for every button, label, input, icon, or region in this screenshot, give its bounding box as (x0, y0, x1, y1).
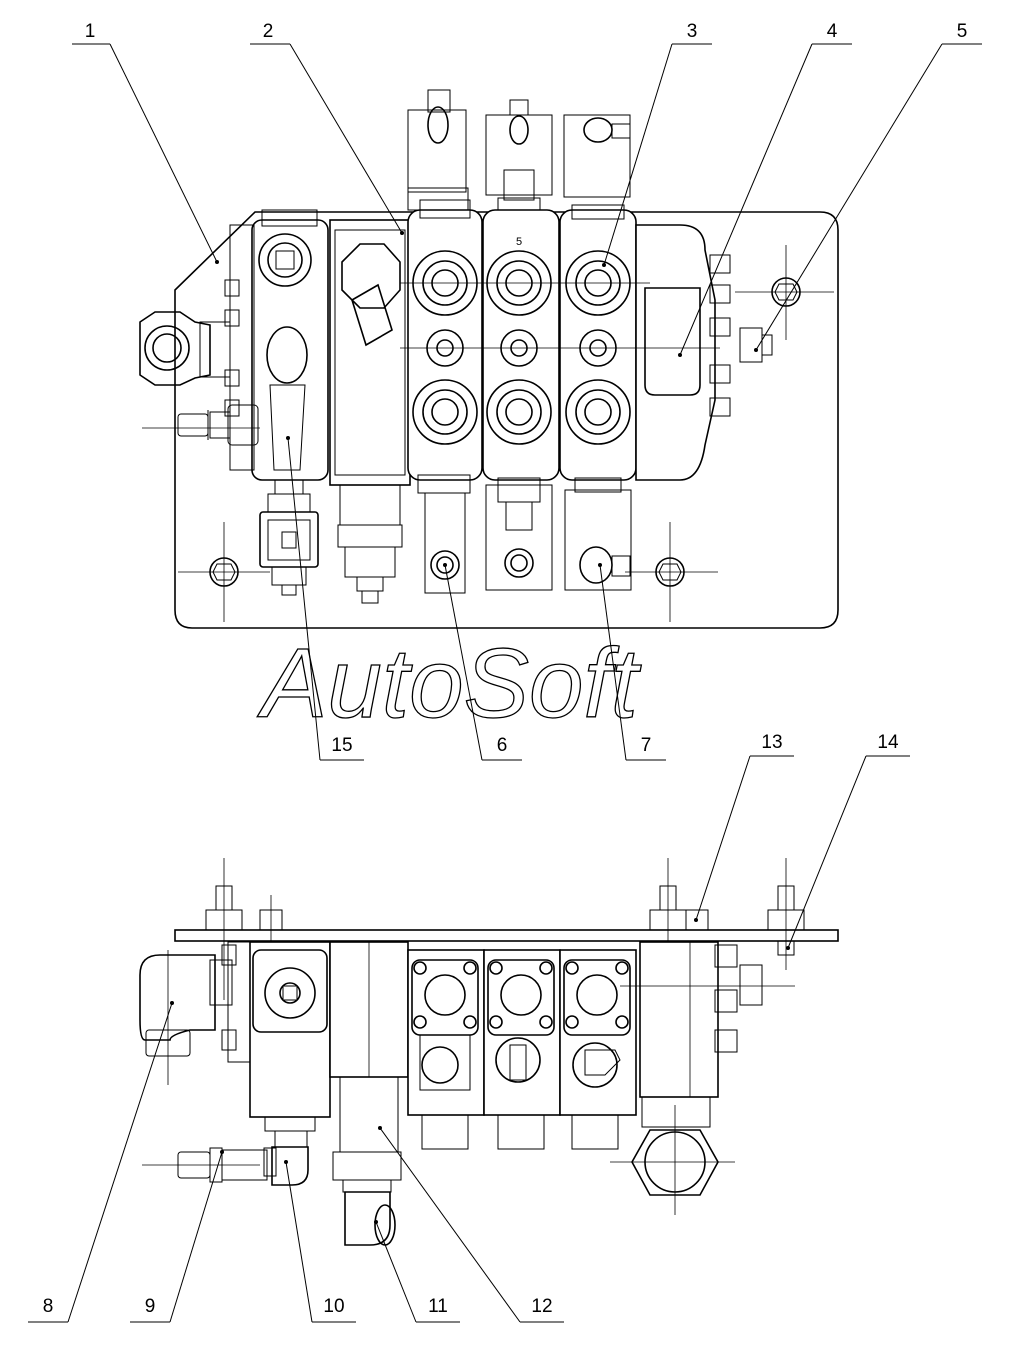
pressure-switch-fitting (142, 410, 260, 440)
callout-10: 10 (284, 1160, 356, 1323)
callout-leader (109, 43, 218, 263)
callout-dot (678, 353, 682, 357)
front-plate (174, 929, 839, 942)
callout-dot (694, 918, 698, 922)
callout-1: 1 (72, 21, 219, 264)
callout-leader (285, 1161, 313, 1323)
mounting-holes (178, 245, 834, 622)
callout-number: 6 (497, 735, 508, 756)
callout-number: 7 (641, 735, 652, 756)
solenoid-coil (259, 479, 319, 596)
callout-13: 13 (694, 732, 794, 922)
front-view (139, 858, 839, 1246)
spool-section-front-2 (483, 949, 561, 1150)
left-elbow-fitting (139, 311, 231, 386)
spool-section-front-1 (407, 949, 485, 1150)
callout-number: 13 (761, 732, 782, 753)
callout-6: 6 (443, 563, 522, 761)
relief-body-front (221, 941, 331, 1148)
callout-number: 1 (85, 21, 96, 42)
callout-5: 5 (754, 21, 982, 352)
end-cover-front (610, 941, 795, 1215)
callout-leader (169, 1151, 223, 1323)
callout-15: 15 (286, 436, 364, 761)
callout-number: 2 (263, 21, 274, 42)
callout-dot (443, 563, 447, 567)
callout-2: 2 (250, 21, 404, 235)
callout-14: 14 (786, 732, 910, 950)
spool-section-2: 5 (482, 99, 560, 591)
callout-4: 4 (678, 21, 852, 357)
callout-leader (695, 755, 751, 921)
callout-dot (170, 1001, 174, 1005)
inlet-body-front (329, 941, 409, 1246)
elbow-fitting (139, 950, 233, 1085)
spool-section-front-3 (559, 949, 637, 1150)
callout-dot (284, 1160, 288, 1164)
top-view: 5 (139, 89, 839, 629)
callout-3: 3 (602, 21, 712, 267)
callout-dot (754, 348, 758, 352)
callout-leader (755, 43, 943, 351)
callout-number: 14 (877, 732, 899, 753)
callout-number: 3 (687, 21, 698, 42)
callout-dot (220, 1150, 224, 1154)
callout-number: 11 (428, 1296, 448, 1317)
callout-leader (375, 1221, 417, 1323)
callout-number: 9 (145, 1296, 156, 1317)
callout-8: 8 (28, 1001, 174, 1323)
callout-leader (287, 437, 321, 761)
callout-leader (787, 755, 867, 949)
callout-12: 12 (378, 1126, 564, 1323)
spool-section-1 (407, 89, 483, 594)
callout-leader (289, 43, 403, 234)
callout-leader (603, 43, 673, 266)
elbow-fitting-small (263, 1146, 309, 1186)
relief-valve-body (224, 209, 329, 481)
callout-leader (679, 43, 813, 356)
callout-dot (598, 563, 602, 567)
callout-dot (786, 946, 790, 950)
callout-dot (374, 1220, 378, 1224)
callout-dot (215, 260, 219, 264)
callout-leader (67, 1002, 173, 1323)
callout-leader (444, 564, 483, 761)
callout-leader (379, 1127, 521, 1323)
callout-number: 5 (957, 21, 968, 42)
callout-number: 10 (323, 1296, 344, 1317)
callout-number: 12 (531, 1296, 552, 1317)
mounting-plate (174, 211, 839, 629)
callout-dot (286, 436, 290, 440)
callout-11: 11 (374, 1220, 460, 1323)
spool-section-3 (559, 114, 637, 591)
callout-number: 8 (43, 1296, 54, 1317)
callout-dot (602, 263, 606, 267)
callout-leader (599, 564, 627, 761)
end-cover (635, 224, 773, 481)
callout-dot (378, 1126, 382, 1130)
callout-number: 15 (331, 735, 352, 756)
section-mark: 5 (516, 236, 522, 248)
callout-7: 7 (598, 563, 666, 761)
inlet-section-body (329, 219, 411, 604)
callout-9: 9 (130, 1150, 224, 1323)
callout-dot (400, 231, 404, 235)
studs (205, 858, 805, 1000)
callout-number: 4 (827, 21, 838, 42)
pressure-switch (142, 1147, 268, 1183)
watermark: AutoSoft (257, 628, 642, 738)
